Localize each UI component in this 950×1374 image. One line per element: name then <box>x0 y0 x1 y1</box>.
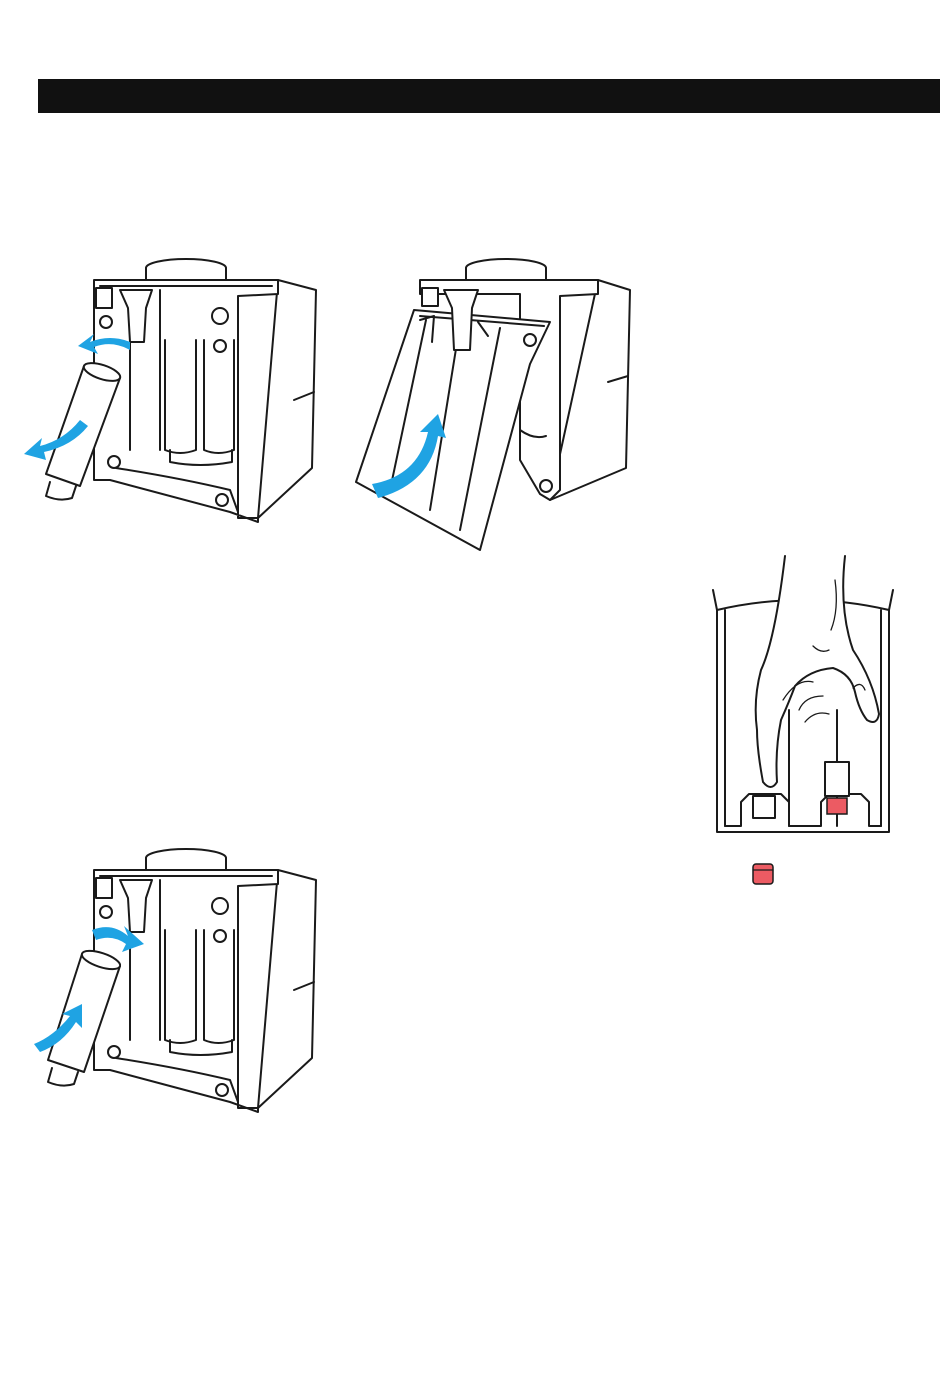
header-bar <box>38 79 940 113</box>
reset-indicator-icon <box>827 798 847 814</box>
figure-remove-filter <box>20 250 330 540</box>
red-cap-icon <box>750 860 780 890</box>
figure-insert-filter <box>20 840 330 1130</box>
figure-open-cover <box>350 250 640 560</box>
figure-hand-reset <box>705 550 905 890</box>
